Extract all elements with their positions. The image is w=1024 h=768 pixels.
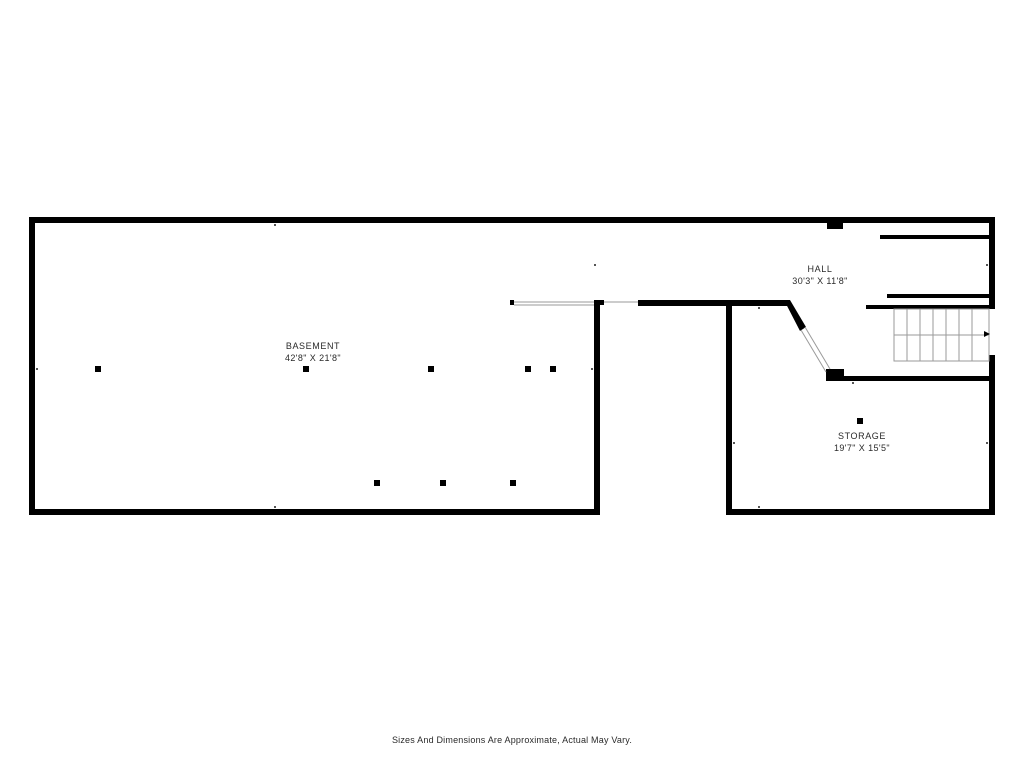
tick <box>986 442 988 444</box>
column <box>95 366 101 372</box>
stair-direction-arrow-icon <box>984 331 990 337</box>
wall-top <box>29 217 995 223</box>
tick <box>733 442 735 444</box>
wall-basement-right <box>594 300 600 515</box>
room-dimensions-basement: 42'8" X 21'8" <box>285 353 341 363</box>
wall-hall-bottom <box>638 300 788 306</box>
exterior-walls <box>29 217 995 515</box>
wall-storage-top-post <box>826 369 844 379</box>
measurement-ticks <box>36 224 988 508</box>
wall-right-lower <box>989 355 995 515</box>
tick <box>274 506 276 508</box>
opening-diagonal-b <box>804 326 831 370</box>
wall-right-upper <box>989 217 995 309</box>
openings <box>514 301 831 373</box>
wall-storage-left <box>726 303 732 515</box>
support-columns <box>95 366 863 486</box>
tick <box>758 307 760 309</box>
column <box>510 480 516 486</box>
wall-stair-top <box>866 305 992 309</box>
wall-basement-top-stub-right <box>594 300 604 305</box>
wall-left <box>29 217 35 515</box>
wall-top-post <box>827 223 843 229</box>
tick <box>852 382 854 384</box>
room-dimensions-hall: 30'3" X 11'8" <box>792 276 847 286</box>
wall-closet-top <box>880 235 992 239</box>
tick <box>274 224 276 226</box>
room-label-basement: BASEMENT <box>286 341 340 351</box>
room-dimensions-storage: 19'7" X 15'5" <box>834 443 890 453</box>
column <box>857 418 863 424</box>
interior-walls <box>510 223 995 515</box>
wall-storage-bottom <box>726 509 995 515</box>
wall-basement-bottom <box>29 509 600 515</box>
wall-basement-top-stub <box>510 300 514 305</box>
disclaimer-footnote: Sizes And Dimensions Are Approximate, Ac… <box>391 735 633 745</box>
column <box>550 366 556 372</box>
wall-storage-top <box>826 376 995 381</box>
tick <box>36 368 38 370</box>
wall-closet-bottom <box>887 294 992 298</box>
opening-diagonal-a <box>800 329 827 373</box>
column <box>303 366 309 372</box>
wall-hall-diagonal <box>784 300 806 331</box>
tick <box>986 264 988 266</box>
column <box>428 366 434 372</box>
tick <box>758 506 760 508</box>
tick <box>591 368 593 370</box>
room-label-storage: STORAGE <box>838 431 886 441</box>
column <box>525 366 531 372</box>
room-label-hall: HALL <box>808 264 833 274</box>
tick <box>594 264 596 266</box>
column <box>374 480 380 486</box>
stairs <box>893 308 990 362</box>
column <box>440 480 446 486</box>
